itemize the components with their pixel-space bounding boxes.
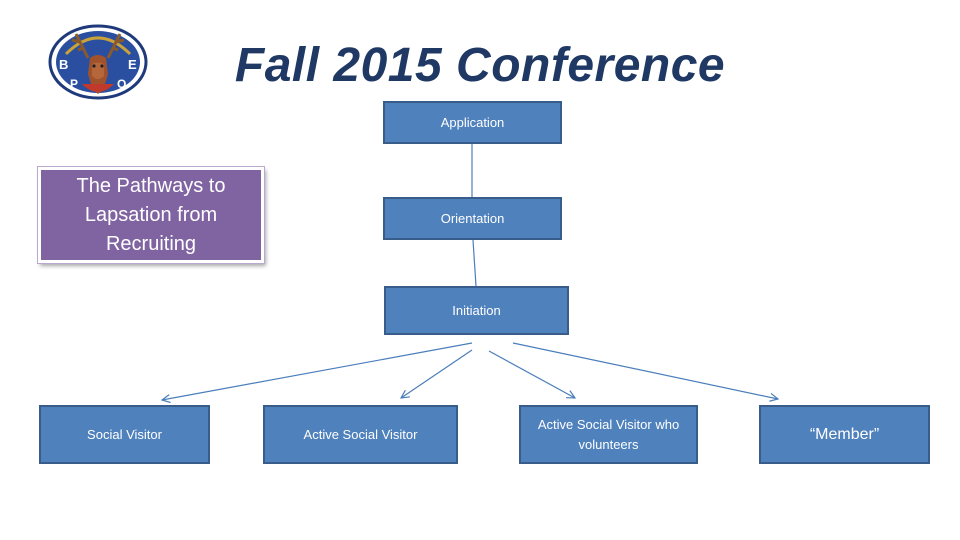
node-initiation: Initiation (384, 286, 569, 335)
elks-emblem-icon: B P O E (48, 24, 148, 100)
node-active-social-visitor: Active Social Visitor (263, 405, 458, 464)
node-member: “Member” (759, 405, 930, 464)
arrow-to-active-social-visitor (401, 349, 473, 398)
node-active-social-visitor-volunteers: Active Social Visitor who volunteers (519, 405, 698, 464)
arrow-to-active-social-visitor-volunteers (488, 350, 575, 398)
logo-letter-b: B (59, 57, 68, 72)
node-social-visitor: Social Visitor (39, 405, 210, 464)
callout-box: The Pathways to Lapsation from Recruitin… (38, 167, 264, 263)
node-application: Application (383, 101, 562, 144)
connector-orientation-initiation (472, 239, 477, 287)
slide-title: Fall 2015 Conference (234, 39, 726, 92)
arrow-to-social-visitor (162, 342, 473, 400)
node-orientation: Orientation (383, 197, 562, 240)
logo-letter-e: E (128, 57, 137, 72)
logo-letter-p: P (70, 77, 78, 91)
logo-letter-o: O (117, 77, 126, 91)
arrow-to-member (512, 342, 778, 399)
